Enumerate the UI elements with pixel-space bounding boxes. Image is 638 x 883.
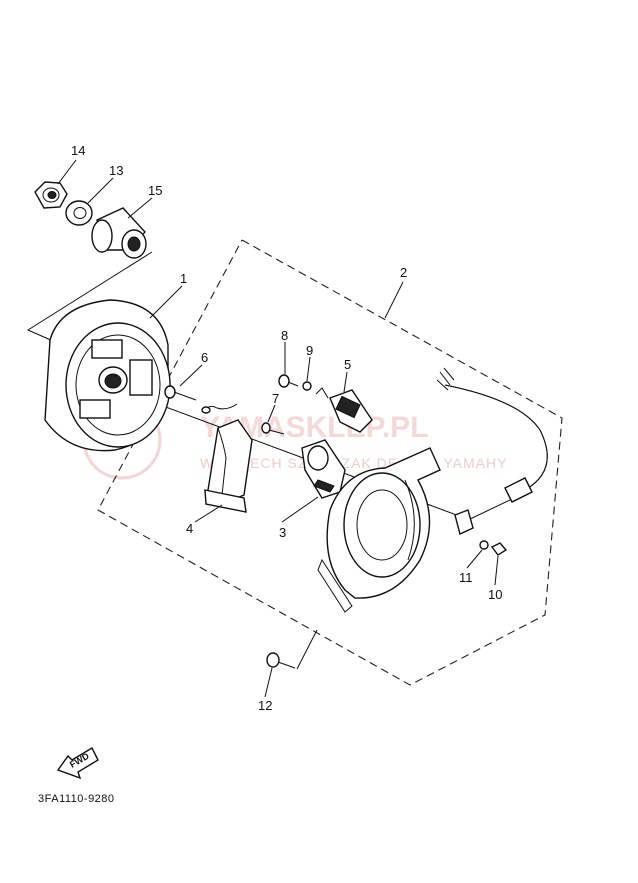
part-screw-6 — [164, 385, 238, 414]
callout-7: 7 — [272, 391, 279, 406]
leader-lines — [57, 159, 499, 698]
part-bushing-15 — [91, 207, 147, 259]
callout-9: 9 — [306, 343, 313, 358]
callout-10: 10 — [488, 587, 502, 602]
callout-12: 12 — [258, 698, 272, 713]
wire-harness — [436, 367, 548, 535]
callouts: 14 13 15 1 2 3 4 5 6 7 8 9 10 11 12 — [71, 143, 502, 713]
assembly-boundary — [97, 239, 563, 686]
callout-8: 8 — [281, 328, 288, 343]
part-screw-7 — [261, 422, 285, 435]
part-stator-plate-2 — [317, 447, 441, 613]
part-coil-4 — [204, 419, 253, 513]
part-pickup-5 — [329, 389, 373, 433]
part-lighting-coil-3 — [301, 439, 346, 499]
callout-1: 1 — [180, 271, 187, 286]
part-rotor-1 — [44, 299, 171, 452]
diagram-code: 3FA1110-9280 — [38, 793, 115, 805]
leader-12-to-plate — [296, 629, 318, 670]
part-screw-10 — [490, 542, 508, 556]
callout-15: 15 — [148, 183, 162, 198]
fwd-arrow: FWD — [56, 747, 99, 780]
part-screw-8 — [278, 374, 299, 388]
callout-5: 5 — [344, 357, 351, 372]
part-washer-9 — [302, 381, 329, 399]
callout-13: 13 — [109, 163, 123, 178]
part-bolt-12 — [266, 652, 296, 669]
callout-6: 6 — [201, 350, 208, 365]
callout-3: 3 — [279, 525, 286, 540]
part-washer-13 — [65, 200, 93, 226]
part-washer-11 — [479, 540, 489, 550]
callout-11: 11 — [459, 570, 473, 585]
callout-14: 14 — [71, 143, 85, 158]
callout-2: 2 — [400, 265, 407, 280]
callout-4: 4 — [186, 521, 193, 536]
part-nut-14 — [34, 181, 68, 209]
